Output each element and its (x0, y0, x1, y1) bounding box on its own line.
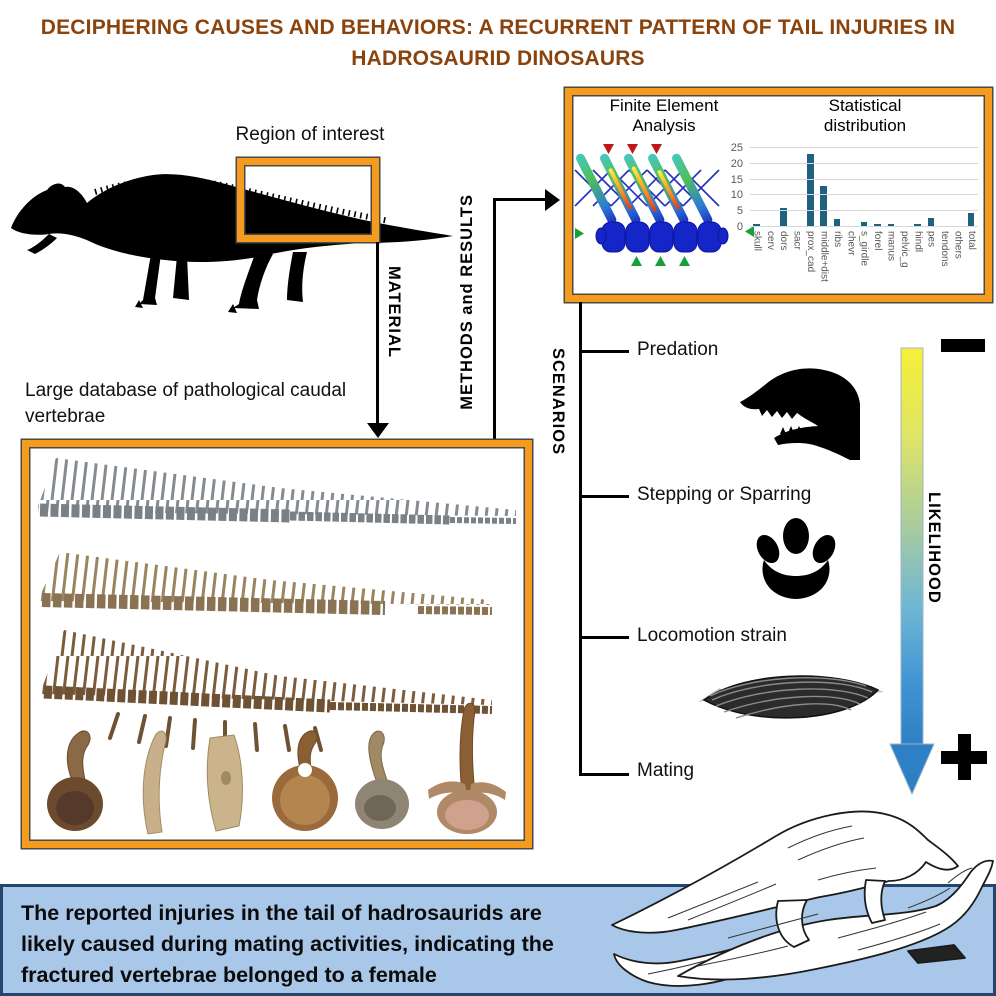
scenario-label-stepping: Stepping or Sparring (637, 484, 812, 505)
trex-head-icon (740, 368, 860, 460)
xtick-ribs: ribs (831, 231, 843, 248)
bar-others (951, 148, 964, 227)
dinosaur-footprint-icon (756, 518, 836, 599)
bar-skull (750, 148, 763, 227)
bar-prox_cad (804, 148, 817, 227)
tail-muscle-icon (698, 675, 884, 719)
minus-icon (941, 339, 985, 352)
bar-pelvic_g (897, 148, 910, 227)
top-dino-body (611, 810, 959, 934)
bar-sacr (790, 148, 803, 227)
xtick-prox_cad: prox_cad (805, 231, 817, 273)
xtick-pelvic_g: pelvic_g (898, 231, 910, 268)
bar-forel (871, 148, 884, 227)
scenarios-bracket-line (579, 302, 582, 776)
plus-icon (941, 734, 987, 780)
scenario-tick-4 (579, 773, 629, 776)
bar-tendons (938, 148, 951, 227)
top-dino-foreleg (863, 879, 886, 924)
xtick-skull: skull (751, 231, 763, 252)
chart-plot-area (750, 147, 978, 227)
neural-spines (576, 153, 713, 225)
dorsal-spines (94, 177, 390, 224)
caudal-series-tan (40, 552, 493, 615)
methods-results-label: METHODS and RESULTS (458, 194, 476, 410)
constraint-markers (575, 226, 754, 266)
xtick-s_girdle: s_girdle (858, 231, 870, 267)
likelihood-gradient-arrow (889, 347, 935, 796)
bottom-dino-foot (907, 944, 966, 964)
xtick-pes: pes (925, 231, 937, 248)
bar-total (965, 148, 978, 227)
bar-middle+dist (817, 148, 830, 227)
scenario-label-mating: Mating (637, 760, 695, 781)
region-of-interest-box (237, 158, 379, 242)
chevron-bones (108, 712, 323, 752)
bar-dors (777, 148, 790, 227)
xtick-total: total (965, 231, 977, 250)
stats-title: Statistical distribution (823, 96, 907, 135)
bar-pes (924, 148, 937, 227)
region-of-interest-label: Region of interest (235, 124, 385, 145)
vertebral-bodies (595, 221, 729, 253)
xtick-forel: forel (872, 231, 884, 251)
scenario-tick-3 (579, 636, 629, 639)
xtick-chevr: chevr (845, 231, 857, 256)
xtick-tendons: tendons (939, 231, 951, 267)
xtick-middle+dist: middle+dist (818, 231, 830, 282)
top-dino-hindleg (775, 899, 810, 948)
sketch-hatching (647, 825, 973, 975)
scenario-tick-1 (579, 350, 629, 353)
bar-cerv (763, 148, 776, 227)
material-arrowhead-icon (366, 423, 389, 438)
xtick-sacr: sacr (791, 231, 803, 250)
bar-hindl (911, 148, 924, 227)
title-line-1: DECIPHERING CAUSES AND BEHAVIORS: A RECU… (40, 16, 956, 39)
likelihood-label: LIKELIHOOD (925, 492, 943, 604)
load-markers-top (603, 144, 662, 154)
database-caption: Large database of pathological caudal ve… (25, 380, 347, 427)
bar-ribs (830, 148, 843, 227)
methods-arrow-hline (493, 198, 546, 201)
caudal-series-brown (42, 630, 493, 752)
fea-title: Finite Element Analysis (609, 96, 719, 135)
bottom-dino-body (677, 859, 994, 981)
caudal-series-gray (38, 458, 517, 525)
conclusion-text: The reported injuries in the tail of had… (21, 901, 554, 987)
bar-manus (884, 148, 897, 227)
material-label: MATERIAL (385, 266, 403, 359)
pathological-vertebrae-photos (38, 458, 517, 835)
methods-arrow-vline (493, 198, 496, 441)
material-arrow-line (376, 242, 379, 424)
title-line-2: HADROSAURID DINOSAURS (351, 47, 645, 70)
scenario-label-predation: Predation (637, 339, 719, 360)
scenario-label-locomotion: Locomotion strain (637, 625, 787, 646)
bar-s_girdle (857, 148, 870, 227)
finite-element-model (574, 144, 754, 266)
muscle-striations (709, 677, 873, 719)
mating-hadrosaurs-icon (611, 810, 994, 987)
xtick-cerv: cerv (764, 231, 776, 250)
methods-arrowhead-icon (545, 188, 560, 211)
scenario-tick-2 (579, 495, 629, 498)
bar-chevr (844, 148, 857, 227)
page-title: DECIPHERING CAUSES AND BEHAVIORS: A RECU… (0, 12, 996, 74)
xtick-manus: manus (885, 231, 897, 262)
xtick-dors: dors (778, 231, 790, 251)
xtick-others: others (952, 231, 964, 259)
scenarios-label: SCENARIOS (549, 348, 567, 456)
xtick-hindl: hindl (912, 231, 924, 253)
isolated-vertebrae (47, 702, 506, 835)
